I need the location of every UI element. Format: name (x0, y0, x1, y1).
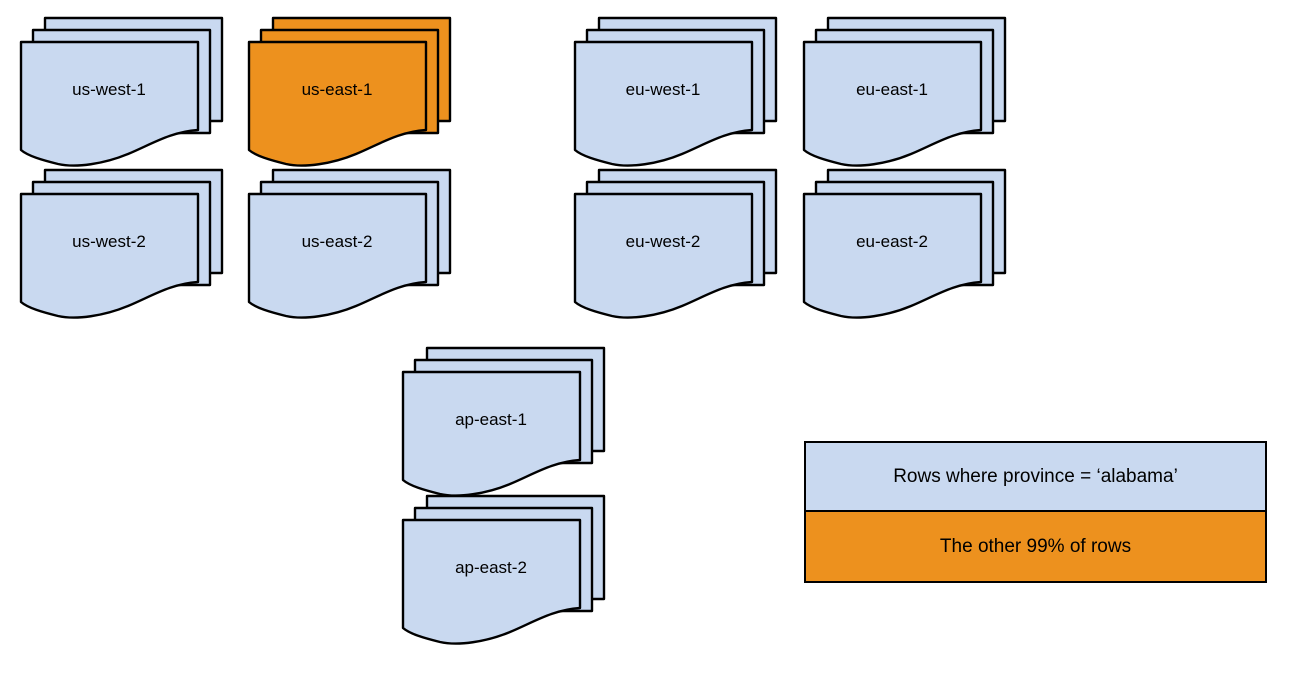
multi-document-icon (401, 494, 606, 645)
multi-document-icon (573, 168, 778, 319)
region-stack-ap-east-2[interactable]: ap-east-2 (401, 494, 630, 656)
document-sheet-front (401, 370, 582, 497)
multi-document-icon (401, 346, 606, 497)
document-sheet-front (802, 192, 983, 319)
document-sheet-front (802, 40, 983, 167)
region-stack-eu-west-1[interactable]: eu-west-1 (573, 16, 802, 178)
multi-document-icon (247, 168, 452, 319)
multi-document-icon (802, 16, 1007, 167)
legend-highlight-label: The other 99% of rows (939, 535, 1132, 557)
document-sheet-front (19, 40, 200, 167)
multi-document-icon (802, 168, 1007, 319)
legend: Rows where province = ‘alabama’ The othe… (804, 441, 1267, 583)
document-sheet-front (19, 192, 200, 319)
region-stack-us-east-2[interactable]: us-east-2 (247, 168, 476, 330)
document-sheet-front (247, 192, 428, 319)
region-stack-eu-west-2[interactable]: eu-west-2 (573, 168, 802, 330)
legend-normal-label: Rows where province = ‘alabama’ (893, 465, 1178, 487)
region-stack-us-west-2[interactable]: us-west-2 (19, 168, 248, 330)
multi-document-icon (19, 168, 224, 319)
multi-document-icon (573, 16, 778, 167)
region-stack-eu-east-2[interactable]: eu-east-2 (802, 168, 1031, 330)
region-stack-ap-east-1[interactable]: ap-east-1 (401, 346, 630, 508)
document-sheet-front (401, 518, 582, 645)
region-stack-us-east-1[interactable]: us-east-1 (247, 16, 476, 178)
region-stack-us-west-1[interactable]: us-west-1 (19, 16, 248, 178)
multi-document-icon (19, 16, 224, 167)
document-sheet-front (573, 40, 754, 167)
region-stack-eu-east-1[interactable]: eu-east-1 (802, 16, 1031, 178)
document-sheet-front (247, 40, 428, 167)
multi-document-icon (247, 16, 452, 167)
legend-highlight: The other 99% of rows (806, 512, 1265, 581)
document-sheet-front (573, 192, 754, 319)
legend-normal: Rows where province = ‘alabama’ (806, 443, 1265, 512)
